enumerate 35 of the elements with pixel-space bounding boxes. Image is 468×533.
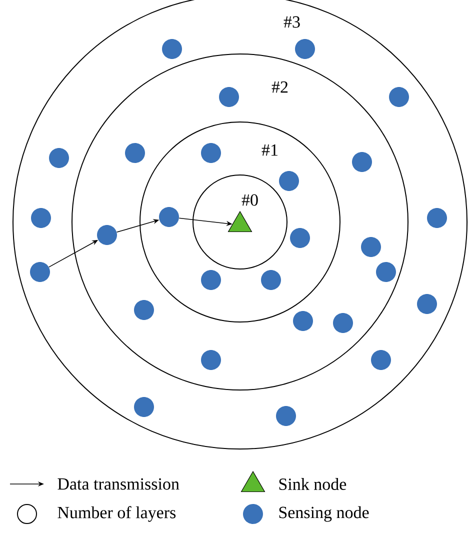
sensing-node [31, 208, 51, 228]
sensing-node [290, 228, 310, 248]
sensing-node [219, 87, 239, 107]
sensing-node [417, 294, 437, 314]
sensing-node [376, 262, 396, 282]
legend-label: Data transmission [58, 478, 180, 490]
sensing-node [97, 225, 117, 245]
sensing-node [159, 207, 179, 227]
sensing-node [30, 262, 50, 282]
sensing-node [201, 143, 221, 163]
sensing-node [389, 87, 409, 107]
sensing-node [371, 350, 391, 370]
sensing-node [261, 270, 281, 290]
sensing-node [276, 406, 296, 426]
sensing-node [279, 171, 299, 191]
sensing-node [201, 270, 221, 290]
sensing-node [49, 148, 69, 168]
sensing-node [295, 39, 315, 59]
layer-label: #0 [242, 194, 258, 206]
sensing-node [293, 311, 313, 331]
layer-label: #3 [284, 16, 300, 28]
legend-label: Sink node [279, 478, 346, 490]
sensing-node [333, 313, 353, 333]
sensing-node [427, 208, 447, 228]
sensing-node [162, 39, 182, 59]
sensing-node [134, 300, 154, 320]
layer-label: #1 [262, 144, 278, 156]
sensing-node [134, 397, 154, 417]
legend-label: Sensing node [279, 506, 369, 522]
sensing-node [125, 143, 145, 163]
sensing-node [201, 350, 221, 370]
layer-label: #2 [272, 81, 288, 93]
sensing-node [352, 152, 372, 172]
sensing-node [361, 237, 381, 257]
legend-label: Number of layers [58, 506, 176, 522]
